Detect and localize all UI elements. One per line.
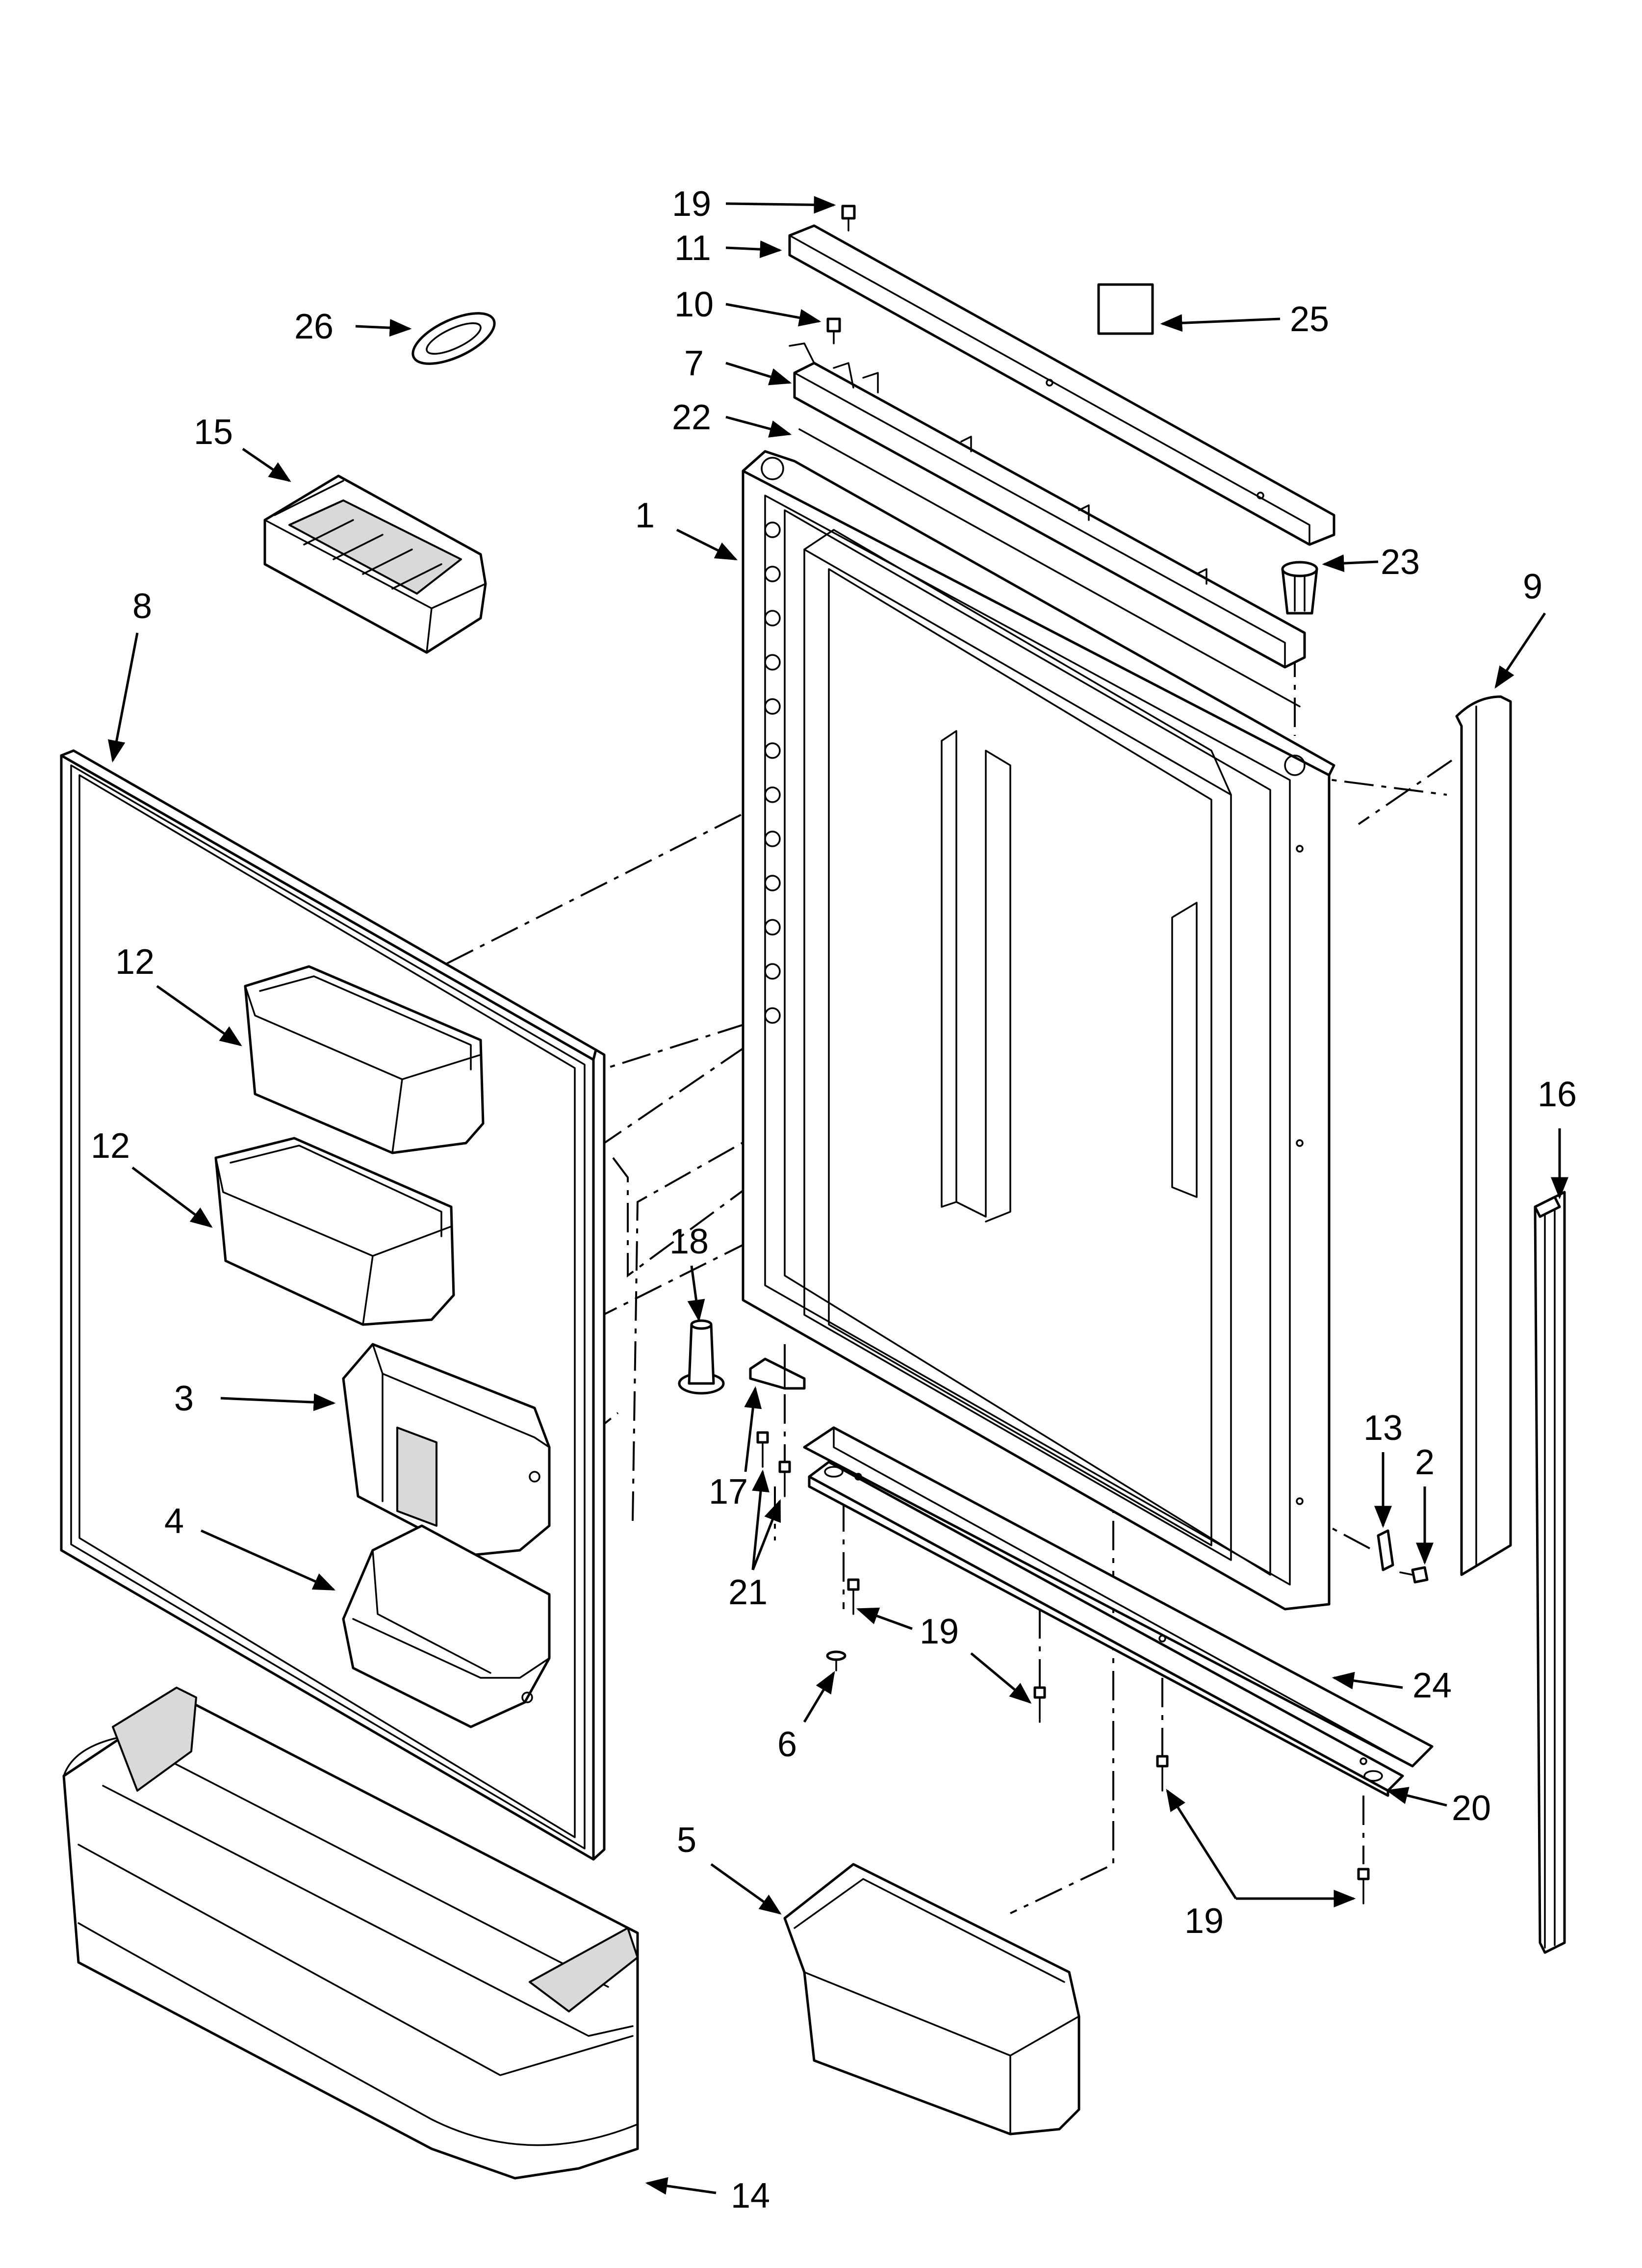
door-shelf-upper: [244, 965, 485, 1154]
callout-15: 15: [194, 413, 233, 452]
screw-10: [826, 317, 841, 344]
callout-11: 11: [674, 229, 711, 268]
callout-5: 5: [677, 1821, 696, 1860]
callout-12-upper: 12: [115, 942, 154, 982]
hinge-bushing: [1281, 561, 1318, 615]
callout-9: 9: [1523, 567, 1542, 606]
screw-19-top: [841, 205, 856, 232]
dairy-compartment: [342, 1343, 551, 1557]
callout-17: 17: [709, 1472, 748, 1512]
callout-7: 7: [684, 344, 704, 383]
callout-8: 8: [132, 587, 152, 626]
shelf-support-pegs: [764, 521, 781, 1024]
top-cap: [788, 224, 1335, 546]
callout-1: 1: [635, 496, 655, 535]
bottom-rail: [803, 1426, 1434, 1768]
callout-25: 25: [1290, 300, 1329, 339]
gasket-strip: [798, 428, 1301, 707]
hinge-pin: [678, 1319, 725, 1395]
callout-12-lower: 12: [91, 1126, 130, 1166]
callout-14: 14: [731, 2176, 770, 2216]
top-trim-channel: [789, 342, 1306, 669]
screw-19-bottom-b: [1357, 1868, 1370, 1904]
callout-19-bottom: 19: [1184, 1902, 1224, 1941]
screw-2: [1399, 1566, 1429, 1584]
screw-21b: [778, 1460, 791, 1497]
large-door-bin: [62, 1687, 639, 2180]
leader-arrows: [107, 196, 1568, 2195]
screw-19-lower: [1033, 1686, 1046, 1723]
callout-19-middle: 19: [920, 1612, 959, 1651]
egg-tray: [263, 474, 487, 654]
screws: [756, 205, 1429, 1904]
callout-22: 22: [672, 398, 711, 437]
washer-6: [826, 1650, 847, 1671]
door-stop-clip: [1377, 1529, 1394, 1571]
callout-3: 3: [174, 1379, 194, 1418]
hinge-bracket: [749, 1357, 806, 1390]
side-trim: [1534, 1191, 1566, 1954]
door-shelf-lower: [214, 1137, 455, 1326]
oval-cover: [411, 312, 496, 365]
callout-21: 21: [728, 1573, 768, 1612]
door-liner-frame: [742, 450, 1335, 1611]
screw-21a: [756, 1431, 769, 1468]
callout-4: 4: [164, 1502, 184, 1541]
callout-2: 2: [1415, 1443, 1435, 1482]
callout-24: 24: [1412, 1666, 1452, 1705]
bottom-plate: [808, 1460, 1404, 1797]
screw-19-middle: [847, 1578, 860, 1615]
screw-19-bottom-a: [1156, 1755, 1169, 1792]
callout-16: 16: [1538, 1075, 1577, 1114]
label-sticker: [1097, 283, 1154, 335]
handle-trim: [1455, 695, 1512, 1576]
callout-18: 18: [669, 1222, 709, 1261]
callout-13: 13: [1363, 1408, 1403, 1448]
callout-19-top: 19: [672, 184, 711, 224]
callout-23: 23: [1381, 543, 1420, 582]
door-bin-middle: [342, 1524, 551, 1728]
callout-labels: 19 11 10 7 22 26 25 15 1 23 9 8 12 12 16…: [91, 184, 1577, 2216]
callout-26: 26: [294, 307, 334, 346]
door-bin-small: [783, 1863, 1080, 2136]
callout-10: 10: [674, 285, 714, 324]
callout-6: 6: [777, 1725, 797, 1764]
callout-20: 20: [1452, 1789, 1491, 1828]
